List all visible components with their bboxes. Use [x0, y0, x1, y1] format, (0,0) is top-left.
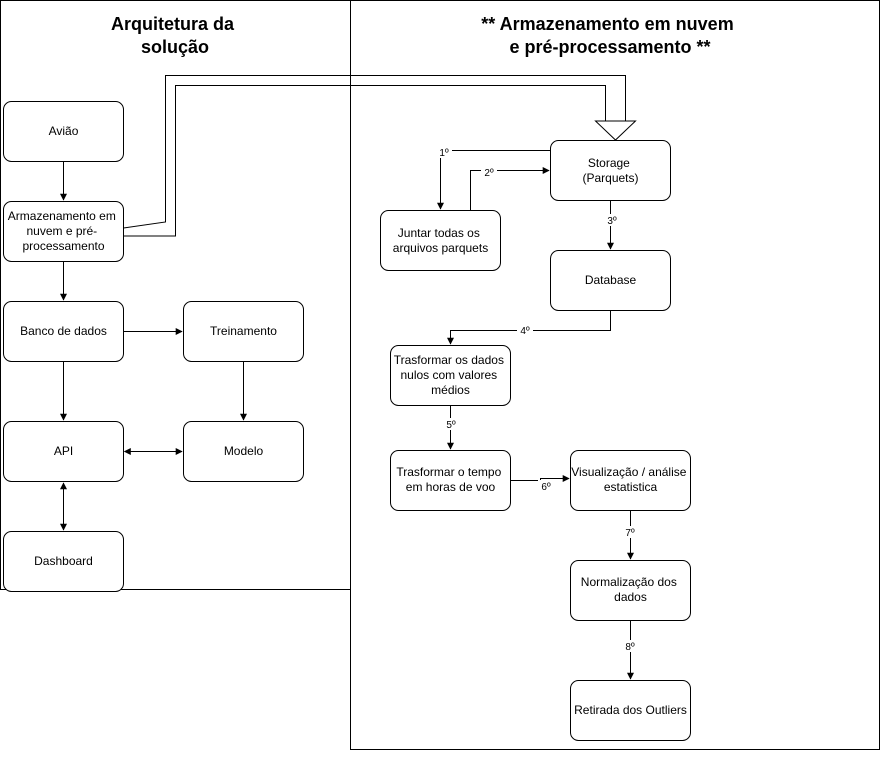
node-normalizacao: Normalização dos dados — [570, 560, 691, 621]
svg-text:Database: Database — [585, 273, 637, 287]
right-panel-title: ** Armazenamento em nuvem e pré-processa… — [481, 14, 738, 57]
svg-text:1º: 1º — [439, 148, 449, 159]
left-panel-title: Arquitetura da solução — [111, 14, 239, 57]
node-treinamento: Treinamento — [183, 301, 304, 362]
svg-text:Modelo: Modelo — [224, 444, 264, 458]
svg-text:8º: 8º — [625, 642, 635, 653]
node-storage: Storage (Parquets) — [550, 140, 671, 201]
svg-text:Storage (Parquets): Storage (Parquets) — [582, 156, 638, 185]
svg-text:Dashboard: Dashboard — [34, 554, 93, 568]
svg-text:API: API — [54, 444, 73, 458]
svg-text:5º: 5º — [446, 420, 456, 431]
node-api: API — [3, 421, 124, 482]
svg-text:Juntar todas os arquivos: Juntar todas os arquivos parquets — [393, 226, 488, 255]
node-aviao: Avião — [3, 101, 124, 162]
edge-juntar-storage — [470, 167, 550, 211]
svg-text:3º: 3º — [607, 216, 617, 227]
node-outliers: Retirada dos Outliers — [570, 680, 691, 741]
step-label-8: 8º — [622, 640, 638, 653]
svg-text:Visualização / análise e: Visualização / análise estatistica — [571, 465, 690, 494]
edge-tempo-visualizacao — [510, 475, 570, 482]
svg-text:Treinamento: Treinamento — [210, 324, 277, 338]
svg-text:Trasformar o tempo em ho: Trasformar o tempo em horas de voo — [396, 465, 504, 494]
svg-text:Retirada dos Outliers: Retirada dos Outliers — [574, 703, 687, 717]
node-visualizacao: Visualização / análise estatistica — [570, 450, 691, 511]
node-dashboard: Dashboard — [3, 531, 124, 592]
node-juntar: Juntar todas os arquivos parquets — [380, 210, 501, 271]
step-label-2: 2º — [481, 166, 497, 179]
node-trasformar-nulos: Trasformar os dados nulos com valores mé… — [390, 345, 511, 406]
step-label-7: 7º — [622, 526, 638, 539]
step-label-4: 4º — [517, 324, 533, 337]
svg-text:7º: 7º — [625, 528, 635, 539]
svg-text:4º: 4º — [520, 326, 530, 337]
right-panel — [350, 0, 880, 750]
edge-armazenamento-storage — [123, 75, 637, 237]
node-banco-de-dados: Banco de dados — [3, 301, 124, 362]
node-armazenamento: Armazenamento em nuvem e pré- processame… — [3, 201, 124, 262]
step-label-6: 6º — [538, 480, 554, 493]
step-label-5: 5º — [443, 418, 459, 431]
step-label-3: 3º — [604, 214, 620, 227]
svg-text:Avião: Avião — [49, 124, 79, 138]
node-database: Database — [550, 250, 671, 311]
svg-text:Banco de dados: Banco de dados — [20, 324, 107, 338]
step-label-1: 1º — [436, 146, 452, 159]
svg-text:Trasformar os dados nulo: Trasformar os dados nulos com valores mé… — [394, 353, 508, 397]
edge-storage-juntar — [437, 150, 551, 210]
svg-text:Normalização dos dados: Normalização dos dados — [581, 575, 680, 604]
svg-text:2º: 2º — [484, 168, 494, 179]
node-modelo: Modelo — [183, 421, 304, 482]
svg-text:Armazenamento em nuvem e: Armazenamento em nuvem e pré- processame… — [8, 209, 119, 253]
svg-text:6º: 6º — [541, 482, 551, 493]
node-trasformar-tempo: Trasformar o tempo em horas de voo — [390, 450, 511, 511]
